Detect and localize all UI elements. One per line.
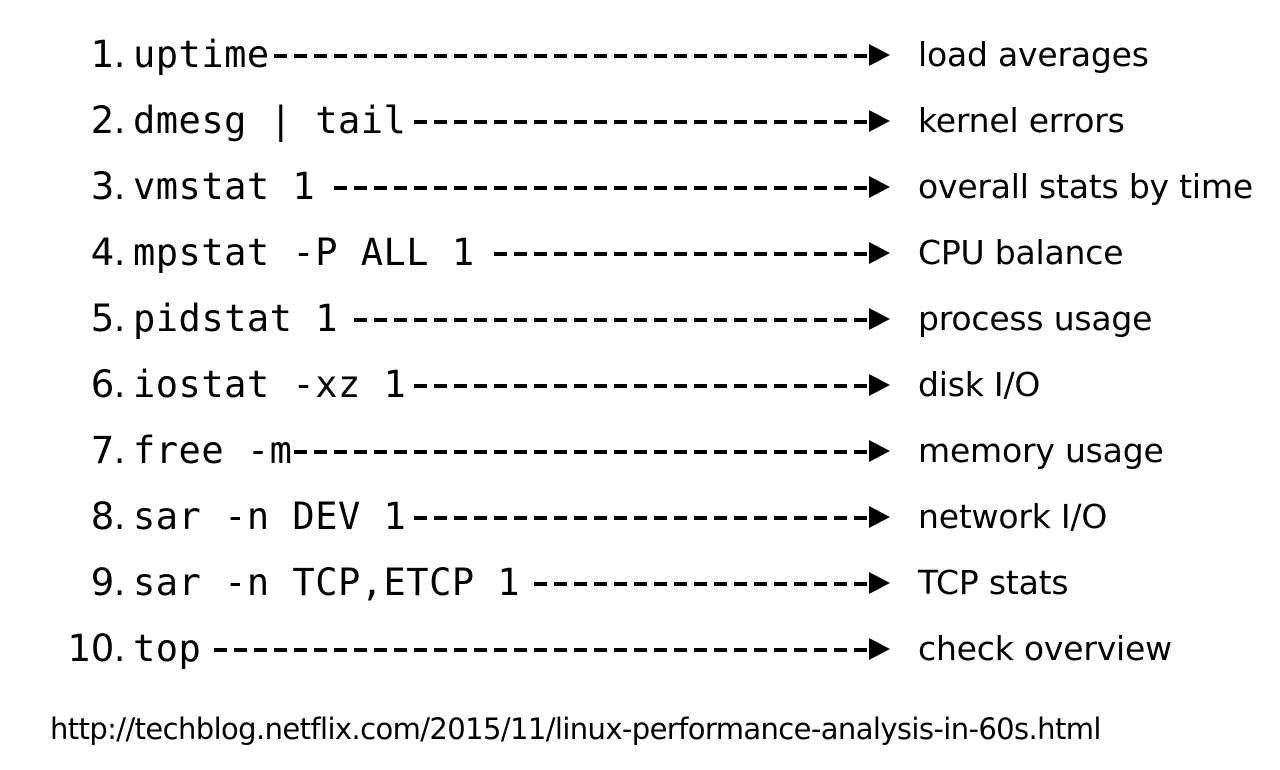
command-row: 5.pidstat 1 process usage xyxy=(0,286,1280,352)
arrow-head-icon xyxy=(869,176,890,198)
command-list: 1.uptime load averages 2.dmesg | tail kerne… xyxy=(0,22,1280,682)
dashed-leader xyxy=(334,154,890,220)
arrow-head-icon xyxy=(869,242,890,264)
row-number: 5. xyxy=(90,297,126,340)
arrow-head-icon xyxy=(869,110,890,132)
command-text: sar -n TCP,ETCP 1 xyxy=(133,561,521,604)
arrow-head-icon xyxy=(869,506,890,528)
row-number: 2. xyxy=(90,99,126,142)
row-number: 3. xyxy=(90,165,126,208)
row-label: disk I/O xyxy=(918,365,1041,404)
arrow-head-icon xyxy=(869,572,890,594)
row-label: CPU balance xyxy=(918,233,1124,272)
dashed-leader xyxy=(414,484,890,550)
dashed-leader xyxy=(414,352,890,418)
row-label: overall stats by time xyxy=(918,167,1253,206)
command-text: mpstat -P ALL 1 xyxy=(133,231,475,274)
row-number: 9. xyxy=(90,561,126,604)
row-number: 8. xyxy=(90,495,126,538)
row-number: 6. xyxy=(90,363,126,406)
command-text: vmstat 1 xyxy=(133,165,316,208)
row-label: kernel errors xyxy=(918,101,1125,140)
command-row: 2.dmesg | tail kernel errors xyxy=(0,88,1280,154)
footer-url[interactable]: http://techblog.netflix.com/2015/11/linu… xyxy=(50,712,1101,746)
row-label: memory usage xyxy=(918,431,1164,470)
row-label: load averages xyxy=(918,35,1149,74)
dashed-leader xyxy=(274,22,890,88)
command-row: 9.sar -n TCP,ETCP 1 TCP stats xyxy=(0,550,1280,616)
dashed-leader xyxy=(294,418,890,484)
arrow-head-icon xyxy=(869,638,890,660)
command-row: 1.uptime load averages xyxy=(0,22,1280,88)
dashed-line xyxy=(494,251,867,256)
arrow-head-icon xyxy=(869,44,890,66)
dashed-leader xyxy=(534,550,890,616)
dashed-line xyxy=(534,581,867,586)
arrow-head-icon xyxy=(869,374,890,396)
command-text: top xyxy=(133,627,202,670)
row-number: 7. xyxy=(90,429,126,472)
row-label: process usage xyxy=(918,299,1153,338)
command-text: uptime xyxy=(133,33,270,76)
dashed-leader xyxy=(414,88,890,154)
command-row: 4.mpstat -P ALL 1 CPU balance xyxy=(0,220,1280,286)
command-text: sar -n DEV 1 xyxy=(133,495,407,538)
command-text: pidstat 1 xyxy=(133,297,338,340)
dashed-line xyxy=(414,383,867,388)
dashed-line xyxy=(274,53,867,58)
dashed-leader xyxy=(214,616,890,682)
row-label: network I/O xyxy=(918,497,1108,536)
dashed-line xyxy=(214,647,867,652)
dashed-line xyxy=(334,185,867,190)
dashed-line xyxy=(354,317,867,322)
row-number: 10. xyxy=(67,627,126,670)
command-text: free -m xyxy=(133,429,293,472)
command-text: iostat -xz 1 xyxy=(133,363,407,406)
command-row: 7.free -m memory usage xyxy=(0,418,1280,484)
dashed-line xyxy=(414,119,867,124)
dashed-leader xyxy=(354,286,890,352)
row-number: 1. xyxy=(90,33,126,76)
command-row: 6.iostat -xz 1 disk I/O xyxy=(0,352,1280,418)
command-row: 8.sar -n DEV 1 network I/O xyxy=(0,484,1280,550)
row-label: TCP stats xyxy=(918,563,1069,602)
arrow-head-icon xyxy=(869,440,890,462)
command-row: 3.vmstat 1 overall stats by time xyxy=(0,154,1280,220)
arrow-head-icon xyxy=(869,308,890,330)
command-text: dmesg | tail xyxy=(133,99,407,142)
dashed-line xyxy=(414,515,867,520)
command-row: 10.top check overview xyxy=(0,616,1280,682)
dashed-leader xyxy=(494,220,890,286)
dashed-line xyxy=(294,449,867,454)
row-label: check overview xyxy=(918,629,1172,668)
row-number: 4. xyxy=(90,231,126,274)
